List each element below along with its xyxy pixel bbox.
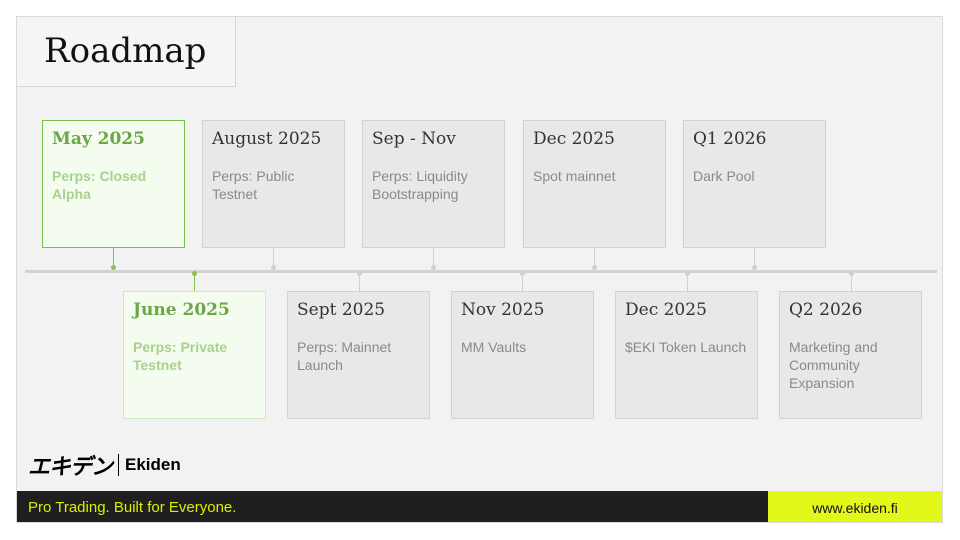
logo-divider [118,454,120,476]
milestone-description: Perps: Mainnet Launch [297,339,392,373]
timeline-connector [754,248,755,270]
milestone-date: Q1 2026 [693,129,767,149]
milestone-date: Nov 2025 [461,300,545,320]
timeline-connector [687,273,688,291]
milestone-description: $EKI Token Launch [625,339,747,355]
milestone-card-august-2025: August 2025 Perps: Public Testnet [202,120,345,248]
logo-japanese-text: エキデン [28,455,113,480]
milestone-date: Dec 2025 [533,129,615,149]
timeline-line [25,270,937,273]
milestone-card-nov-2025: Nov 2025 MM Vaults [451,291,594,419]
timeline-dot [431,265,436,270]
milestone-description: MM Vaults [461,339,527,355]
footer-bar: Pro Trading. Built for Everyone. www.eki… [17,491,942,522]
timeline-dot [592,265,597,270]
milestone-description: Perps: Liquidity Bootstrapping [372,168,468,202]
milestone-description: Spot mainnet [533,168,616,184]
milestone-card-dec-2025-spot: Dec 2025 Spot mainnet [523,120,666,248]
milestone-description: Perps: Private Testnet [133,339,228,373]
milestone-description: Dark Pool [693,168,755,184]
timeline-connector [433,248,434,270]
page-title: Roadmap [44,31,207,71]
milestone-date: Sept 2025 [297,300,386,320]
ekiden-logo: エキデン Ekiden [28,450,181,480]
timeline-connector [594,248,595,270]
milestone-date: Sep - Nov [372,129,456,149]
website-link[interactable]: www.ekiden.fi [768,491,942,522]
timeline-connector [522,273,523,291]
milestone-card-dec-2025-token: Dec 2025 $EKI Token Launch [615,291,758,419]
timeline-connector [194,273,195,291]
timeline-connector [113,248,114,270]
milestone-date: May 2025 [52,129,145,149]
logo-english-text: Ekiden [125,455,181,474]
roadmap-slide: Roadmap May 2025 Perps: Closed Alpha Aug… [16,16,943,523]
milestone-card-q2-2026: Q2 2026 Marketing and Community Expansio… [779,291,922,419]
milestone-card-sep-nov: Sep - Nov Perps: Liquidity Bootstrapping [362,120,505,248]
timeline-dot [752,265,757,270]
footer-tagline: Pro Trading. Built for Everyone. [28,499,237,516]
timeline-connector [273,248,274,270]
milestone-date: June 2025 [133,300,230,320]
milestone-date: Dec 2025 [625,300,707,320]
milestone-description: Perps: Closed Alpha [52,168,147,202]
milestone-card-sept-2025: Sept 2025 Perps: Mainnet Launch [287,291,430,419]
milestone-description: Perps: Public Testnet [212,168,295,202]
title-box: Roadmap [17,17,236,87]
timeline-connector [851,273,852,291]
timeline-dot [271,265,276,270]
milestone-card-q1-2026: Q1 2026 Dark Pool [683,120,826,248]
milestone-card-may-2025: May 2025 Perps: Closed Alpha [42,120,185,248]
milestone-card-june-2025: June 2025 Perps: Private Testnet [123,291,266,419]
milestone-date: August 2025 [212,129,322,149]
milestone-description: Marketing and Community Expansion [789,339,878,391]
timeline-connector [359,273,360,291]
milestone-date: Q2 2026 [789,300,863,320]
timeline-dot [111,265,116,270]
